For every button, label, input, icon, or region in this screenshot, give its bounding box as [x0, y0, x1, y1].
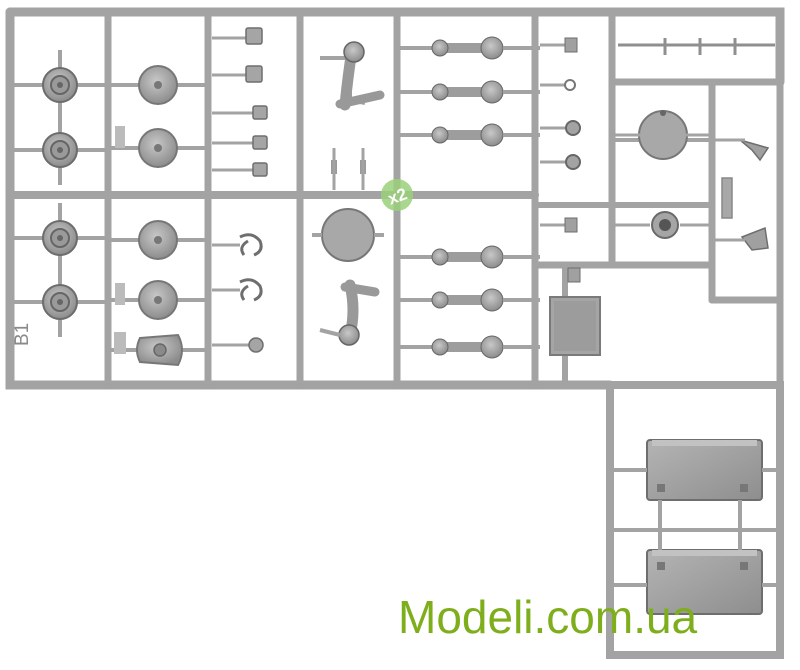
- hub-wheel: [10, 267, 110, 337]
- storage-box-lower: [646, 549, 763, 615]
- small-parts-column: [212, 36, 255, 347]
- small-parts: [239, 27, 268, 353]
- hub-wheel: [10, 115, 110, 185]
- part-tag: [114, 332, 126, 354]
- disc-column: [108, 65, 210, 367]
- hatch-ring: [615, 211, 712, 239]
- hub-wheels-column: [10, 50, 110, 337]
- round-hatch: [615, 110, 712, 160]
- hub-wheel: [10, 203, 110, 273]
- watermark-text: Modeli.com.ua: [398, 591, 698, 643]
- multiplier-badge: x2: [381, 179, 413, 211]
- part-tag: [115, 283, 125, 305]
- disc-part: [108, 220, 208, 260]
- arm-parts: [312, 41, 385, 346]
- hub-wheel: [10, 50, 110, 120]
- storage-box-upper: [646, 439, 763, 501]
- angled-brackets: [712, 138, 770, 251]
- disc-part: [108, 65, 208, 105]
- disc-part: [108, 128, 208, 168]
- mount-plate-part: [110, 333, 210, 367]
- antenna-rod: [618, 38, 775, 55]
- sprue-id-label: B1: [12, 322, 33, 346]
- rectangular-plate: [549, 296, 601, 356]
- fastener-parts: [540, 37, 581, 283]
- sprue-frame: [5, 7, 785, 659]
- linkage-rods: [400, 36, 540, 359]
- part-tag: [115, 126, 125, 148]
- box-gates: [610, 468, 780, 587]
